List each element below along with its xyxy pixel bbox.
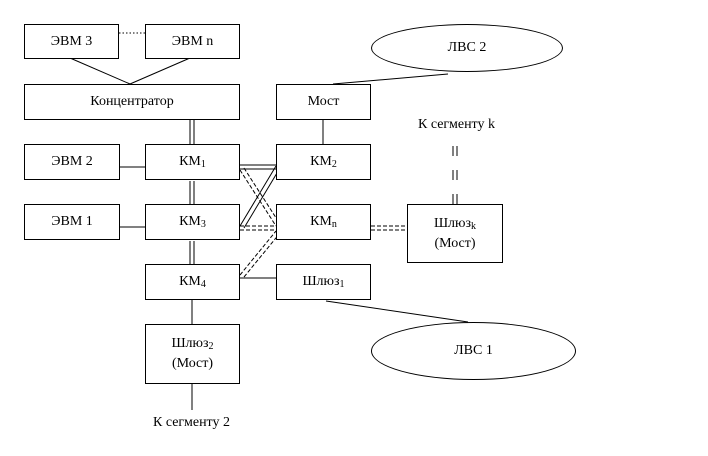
lvs2-label: ЛВС 2	[447, 40, 487, 55]
evmn-label: ЭВМ n	[171, 33, 214, 49]
gwk-label: Шлюзk (Мост)	[434, 214, 476, 254]
evm1-node: ЭВМ 1	[24, 204, 120, 240]
km3-label: КМ3	[179, 212, 206, 232]
km2-sub: 2	[331, 159, 337, 170]
km2-node: КМ2	[276, 144, 371, 180]
km1-label: КМ1	[179, 152, 206, 172]
gw2-sub: 2	[208, 341, 214, 352]
gwk-node: Шлюзk (Мост)	[407, 204, 503, 263]
km1-sub: 1	[200, 159, 206, 170]
km3-node: КМ3	[145, 204, 240, 240]
evm1-label: ЭВМ 1	[51, 214, 93, 229]
km4-sub: 4	[200, 279, 206, 290]
km2-base: КМ	[310, 154, 332, 169]
gw2-node: Шлюз2 (Мост)	[145, 324, 240, 384]
gwk-title: Шлюзk	[434, 214, 476, 234]
km4-base: КМ	[179, 274, 201, 289]
lvs1-label: ЛВС 1	[454, 343, 493, 358]
hub-label: Концентратор	[90, 94, 174, 109]
link-evm3-hub	[69, 57, 131, 85]
to-segment-2-label: К сегменту 2	[153, 415, 230, 430]
km4-label: КМ4	[179, 272, 206, 292]
km3-sub: 3	[200, 219, 206, 230]
gwk-sub: k	[471, 220, 477, 232]
km3-base: КМ	[179, 214, 201, 229]
evm2-node: ЭВМ 2	[24, 144, 120, 180]
km2-label: КМ2	[310, 152, 337, 172]
gw1-node: Шлюз1	[276, 264, 371, 300]
gw1-sub: 1	[339, 279, 345, 290]
bridge-node: Мост	[276, 84, 371, 120]
evm3-node: ЭВМ 3	[24, 24, 119, 59]
lvs2-ellipse: ЛВС 2	[371, 24, 563, 72]
gw2-label: Шлюз2 (Мост)	[171, 334, 213, 374]
hub-node: Концентратор	[24, 84, 240, 120]
kmn-node: КМn	[276, 204, 371, 240]
kmn-sub: n	[331, 219, 337, 230]
gw2-base: Шлюз	[171, 336, 209, 351]
evm3-label: ЭВМ 3	[50, 33, 93, 49]
kmn-label: КМn	[310, 212, 337, 232]
to-segment-k-label: К сегменту k	[418, 117, 495, 132]
gwk-subtitle: (Мост)	[434, 235, 476, 251]
gw2-title: Шлюз2	[171, 334, 213, 354]
gw1-label: Шлюз1	[302, 272, 344, 292]
gwk-base: Шлюз	[433, 215, 472, 231]
link-evmn-hub	[129, 57, 191, 85]
gw2-subtitle: (Мост)	[171, 356, 214, 371]
kmn-base: КМ	[310, 214, 332, 229]
evm2-label: ЭВМ 2	[51, 154, 93, 169]
gw1-base: Шлюз	[302, 274, 340, 289]
km4-node: КМ4	[145, 264, 240, 300]
evmn-node: ЭВМ n	[145, 24, 240, 59]
km1-base: КМ	[179, 154, 201, 169]
lvs1-ellipse: ЛВС 1	[371, 322, 576, 380]
km1-node: КМ1	[145, 144, 240, 180]
bridge-label: Мост	[307, 94, 340, 109]
